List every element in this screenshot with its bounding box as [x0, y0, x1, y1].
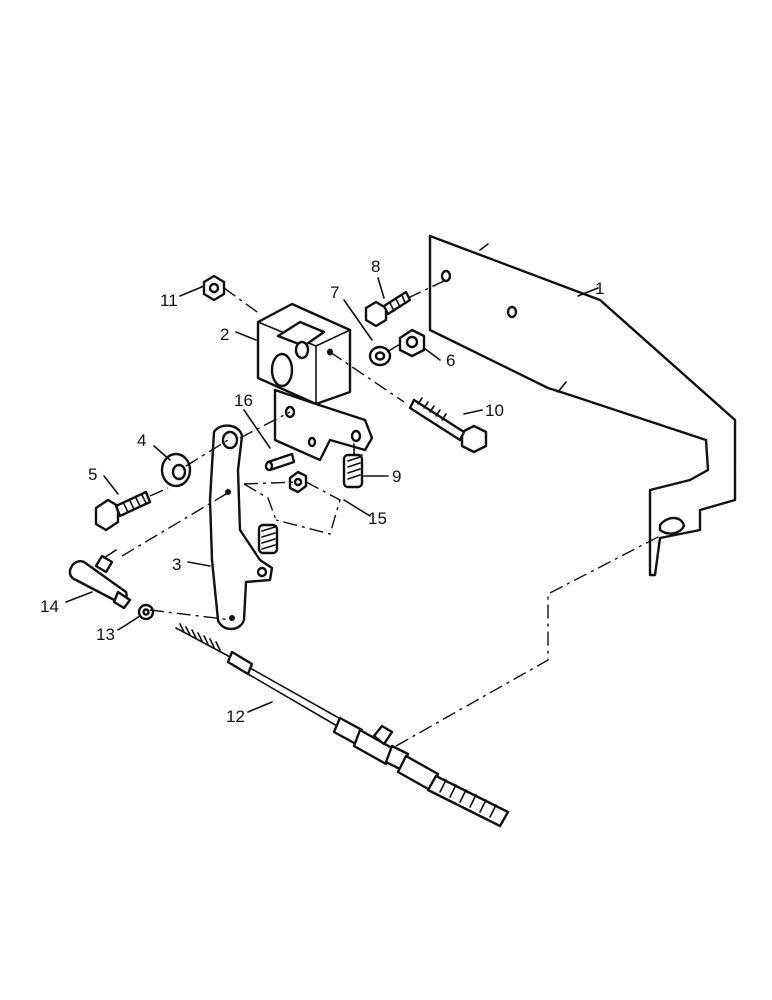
callout-3: 3 — [172, 555, 181, 574]
part-13-nut — [137, 603, 155, 621]
part-11-nut — [202, 274, 226, 302]
callout-2: 2 — [220, 325, 229, 344]
part-7-washer — [368, 345, 392, 367]
callout-12: 12 — [226, 707, 245, 726]
part-4-spacer — [160, 452, 192, 488]
callout-1: 1 — [595, 279, 604, 298]
callout-4: 4 — [137, 431, 146, 450]
part-6-nut — [398, 328, 426, 358]
part-3-lever — [208, 424, 274, 631]
callout-6: 6 — [446, 351, 455, 370]
callout-labels: 1 2 3 4 5 6 7 8 9 10 11 12 13 14 15 16 — [40, 257, 604, 726]
callout-10: 10 — [485, 401, 504, 420]
part-16-pin — [264, 452, 296, 472]
part-10-bolt — [408, 397, 488, 454]
callout-16: 16 — [234, 391, 253, 410]
callout-8: 8 — [371, 257, 380, 276]
callout-14: 14 — [40, 597, 59, 616]
part-9-spring — [342, 443, 364, 489]
callout-9: 9 — [392, 467, 401, 486]
callout-15: 15 — [368, 509, 387, 528]
callout-5: 5 — [88, 465, 97, 484]
callout-11: 11 — [160, 291, 178, 310]
lower-spring — [257, 523, 279, 555]
clamp-mount-plate — [273, 388, 374, 462]
part-8-bolt — [364, 290, 412, 328]
part-12-cable — [175, 623, 510, 828]
part-2-clamp-block — [256, 302, 352, 406]
assembly-lines — [121, 279, 661, 747]
callout-13: 13 — [96, 625, 115, 644]
leader-lines — [65, 277, 599, 713]
part-1-bracket — [428, 234, 737, 577]
part-5-bolt — [94, 490, 152, 532]
callout-7: 7 — [330, 283, 339, 302]
part-14-cable-end — [68, 549, 132, 610]
